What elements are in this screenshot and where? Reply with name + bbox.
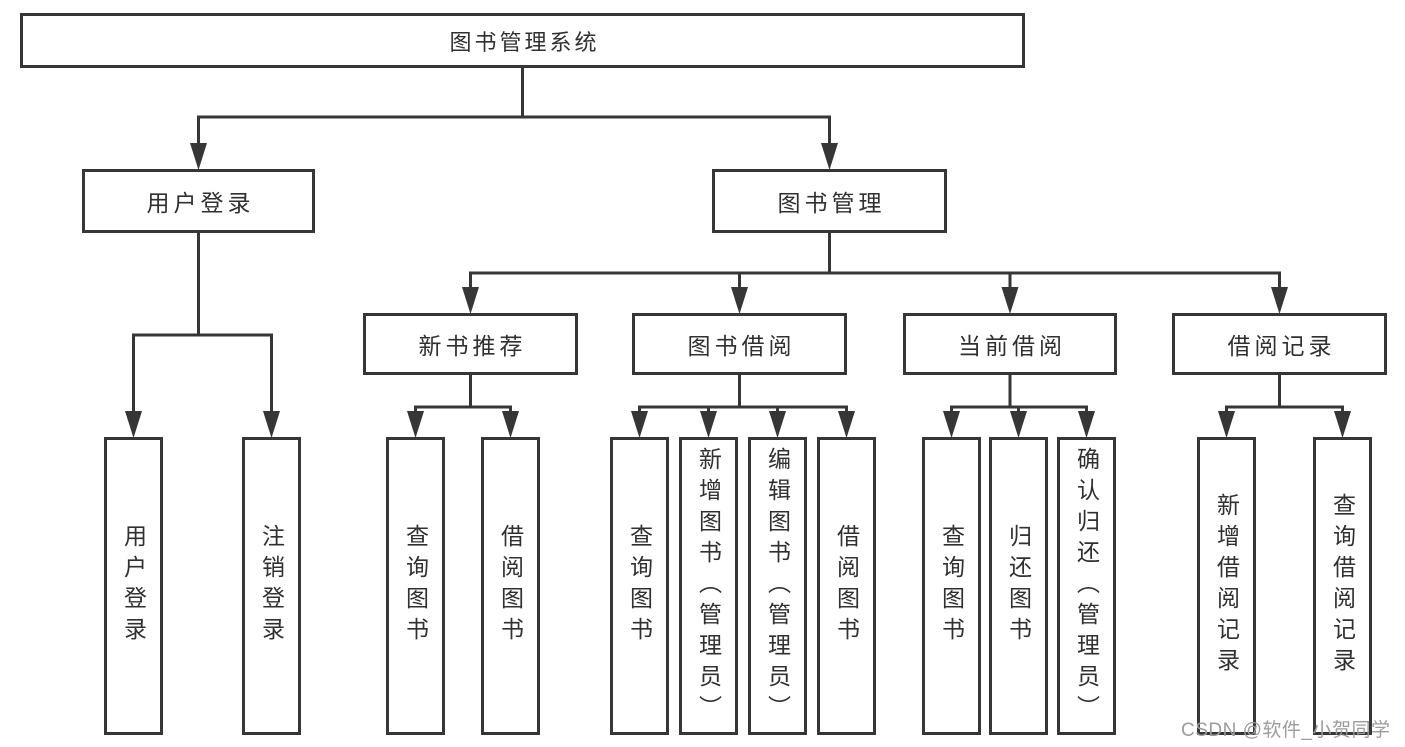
node-edit-books-admin: 编辑图书（管理员） [748, 437, 807, 735]
arrowhead-icon [769, 411, 786, 438]
node-user-login-action: 用户登录 [104, 437, 163, 735]
arrowhead-icon [838, 411, 855, 438]
arrowhead-icon [1271, 287, 1288, 314]
node-label: 归还图书 [1005, 524, 1032, 648]
node-logout-action: 注销登录 [242, 437, 301, 735]
arrowhead-icon [263, 411, 280, 438]
node-query-books-current: 查询图书 [922, 437, 981, 735]
connector-path [469, 231, 1281, 293]
arrowhead-icon [1334, 411, 1351, 438]
arrowhead-icon [631, 411, 648, 438]
node-label: 新增借阅记录 [1213, 493, 1240, 679]
arrowhead-icon [821, 143, 838, 170]
node-label: 借阅图书 [497, 524, 524, 648]
node-new-book-recommend: 新书推荐 [363, 313, 578, 375]
arrowhead-icon [731, 287, 748, 314]
connector-path [950, 373, 1088, 417]
node-query-books-borrowing: 查询图书 [610, 437, 669, 735]
node-confirm-return-admin: 确认归还（管理员） [1057, 437, 1116, 735]
node-book-management: 图书管理 [712, 169, 947, 233]
arrowhead-icon [1218, 411, 1235, 438]
node-label: 确认归还（管理员） [1073, 446, 1100, 726]
node-label: 借阅记录 [1227, 333, 1336, 359]
node-label: 新增图书（管理员） [695, 446, 722, 726]
arrowhead-icon [125, 411, 142, 438]
arrowhead-icon [190, 143, 207, 170]
node-query-borrowing-record: 查询借阅记录 [1313, 437, 1372, 735]
node-return-books: 归还图书 [989, 437, 1048, 735]
node-query-books-recommend: 查询图书 [386, 437, 445, 735]
arrowhead-icon [1078, 411, 1095, 438]
arrowhead-icon [943, 411, 960, 438]
node-label: 新书推荐 [418, 333, 527, 359]
arrowhead-icon [502, 411, 519, 438]
node-current-borrowing: 当前借阅 [903, 313, 1117, 375]
node-borrowing-records: 借阅记录 [1172, 313, 1387, 375]
node-library-management-system: 图书管理系统 [20, 13, 1025, 68]
arrowhead-icon [1010, 411, 1027, 438]
node-add-borrowing-record: 新增借阅记录 [1197, 437, 1256, 735]
node-label: 借阅图书 [833, 524, 860, 648]
node-book-borrowing: 图书借阅 [632, 313, 847, 375]
connector-path [1225, 373, 1344, 417]
node-label: 图书管理 [777, 190, 886, 216]
arrowhead-icon [700, 411, 717, 438]
node-label: 编辑图书（管理员） [764, 446, 791, 726]
arrowhead-icon [407, 411, 424, 438]
node-label: 查询图书 [402, 524, 429, 648]
node-label: 用户登录 [120, 524, 147, 648]
node-label: 注销登录 [258, 524, 285, 648]
node-label: 用户登录 [146, 190, 255, 216]
arrowhead-icon [1001, 287, 1019, 314]
node-borrow-books-recommend: 借阅图书 [481, 437, 540, 735]
node-label: 当前借阅 [958, 333, 1066, 359]
node-label: 查询借阅记录 [1329, 493, 1356, 679]
node-label: 图书管理系统 [449, 29, 600, 55]
connector-path [638, 373, 848, 417]
connector-path [414, 373, 512, 417]
node-label: 图书借阅 [687, 333, 796, 359]
arrowhead-icon [462, 287, 479, 314]
connector-path [132, 231, 273, 417]
node-borrow-books-borrowing: 借阅图书 [817, 437, 876, 735]
watermark-text: CSDN @软件_小贺同学 [1181, 720, 1391, 741]
node-label: 查询图书 [626, 524, 653, 648]
node-user-login: 用户登录 [82, 169, 315, 233]
connector-path [197, 66, 831, 149]
node-label: 查询图书 [938, 524, 965, 648]
node-add-books-admin: 新增图书（管理员） [679, 437, 738, 735]
